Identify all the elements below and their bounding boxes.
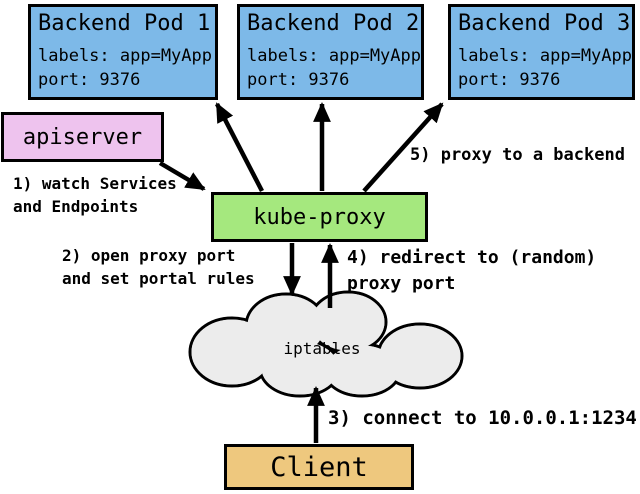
backend-pod-2-box: Backend Pod 2 labels: app=MyApp port: 93… <box>237 4 424 100</box>
client-box: Client <box>224 444 414 490</box>
backend-pod-2-title: Backend Pod 2 <box>247 11 420 36</box>
backend-pod-2-port: port: 9376 <box>247 70 350 90</box>
apiserver-label: apiserver <box>22 124 143 150</box>
step5-annotation: 5) proxy to a backend <box>410 145 625 165</box>
backend-pod-3-port: port: 9376 <box>458 70 561 90</box>
backend-pod-1-title: Backend Pod 1 <box>38 11 211 36</box>
backend-pod-2-labels: labels: app=MyApp <box>247 46 421 66</box>
kube-proxy-box: kube-proxy <box>211 192 428 242</box>
step1-annotation: 1) watch Services and Endpoints <box>13 172 177 218</box>
step2-line2: and set portal rules <box>62 269 255 288</box>
backend-pod-3-labels: labels: app=MyApp <box>458 46 632 66</box>
client-label: Client <box>270 451 368 483</box>
iptables-label: iptables <box>283 339 361 358</box>
step1-line2: and Endpoints <box>13 197 139 216</box>
backend-pod-3-box: Backend Pod 3 labels: app=MyApp port: 93… <box>448 4 635 100</box>
backend-pod-3-title: Backend Pod 3 <box>458 11 631 36</box>
backend-pod-1-labels: labels: app=MyApp <box>38 46 212 66</box>
apiserver-box: apiserver <box>1 112 164 162</box>
step1-line1: 1) watch Services <box>13 174 177 193</box>
step3-annotation: 3) connect to 10.0.0.1:1234 <box>328 407 637 429</box>
step4-annotation: 4) redirect to (random) proxy port <box>347 245 596 297</box>
kube-proxy-label: kube-proxy <box>253 204 386 230</box>
arrow-kubeproxy-to-pod1 <box>215 102 264 193</box>
step4-line2: proxy port <box>347 273 456 294</box>
step4-line1: 4) redirect to (random) <box>347 247 597 268</box>
step2-line1: 2) open proxy port <box>62 246 236 265</box>
backend-pod-1-box: Backend Pod 1 labels: app=MyApp port: 93… <box>28 4 218 100</box>
step2-annotation: 2) open proxy port and set portal rules <box>62 244 255 290</box>
backend-pod-1-port: port: 9376 <box>38 70 141 90</box>
